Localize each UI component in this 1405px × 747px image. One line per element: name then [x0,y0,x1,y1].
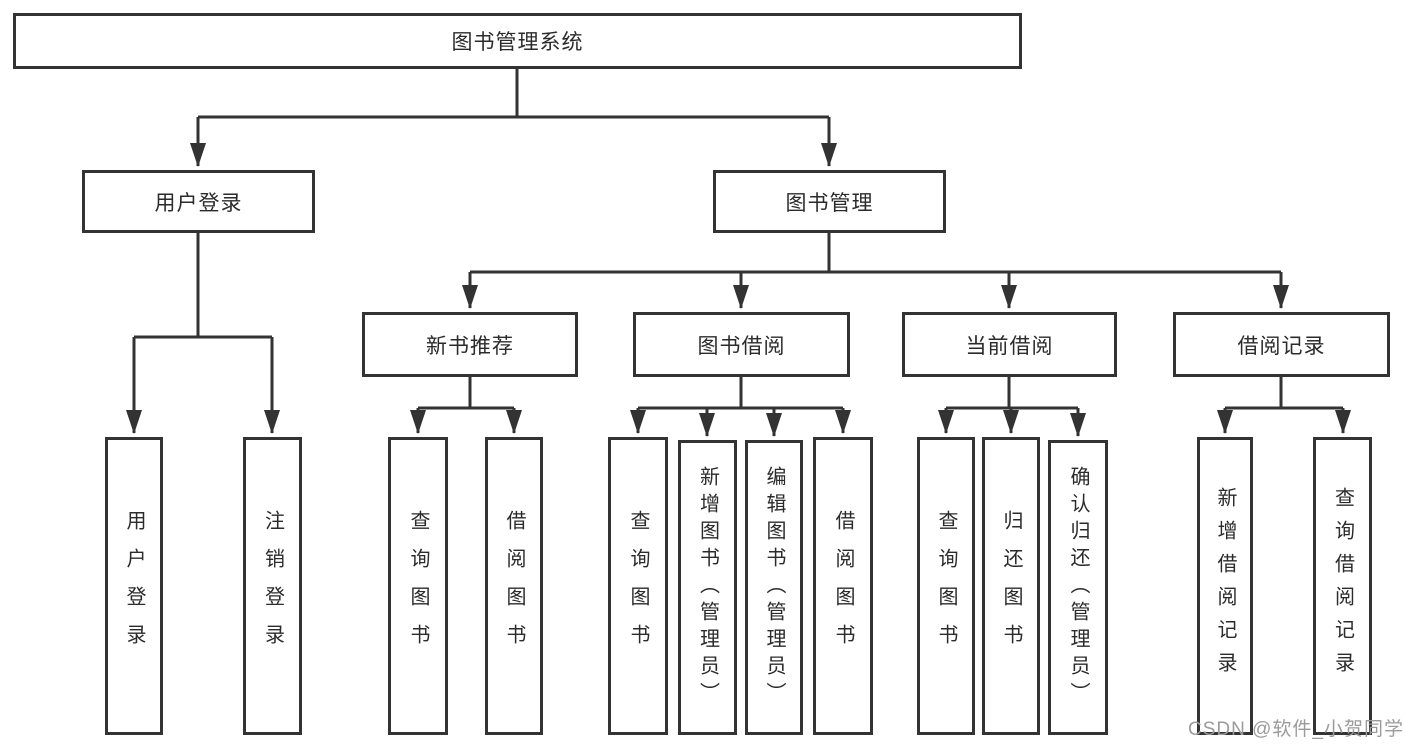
leaf-borrow-books-newbook: 借阅图书 [485,437,543,735]
connector-root-to-level2 [190,68,837,167]
connector-new-book-children [410,377,522,434]
leaf-label: 编辑图书（管理员） [763,466,785,709]
leaf-label: 用户登录 [123,510,145,662]
leaf-user-login: 用户登录 [105,437,163,735]
node-new-book-recommend: 新书推荐 [362,312,578,377]
leaf-edit-books-admin: 编辑图书（管理员） [745,440,803,735]
leaf-add-borrow-record: 新增借阅记录 [1197,437,1253,735]
leaf-label: 新增图书（管理员） [696,466,719,709]
leaf-label: 确认归还（管理员） [1067,466,1089,709]
node-book-borrow: 图书借阅 [633,312,850,377]
leaf-label: 注销登录 [261,510,284,662]
connector-current-borrow-children [938,377,1086,437]
leaf-label: 借阅图书 [503,510,525,662]
leaf-borrow-books-borrow: 借阅图书 [813,437,873,735]
leaf-label: 查询图书 [627,510,649,662]
connector-user-login-children [126,233,280,434]
leaf-label: 归还图书 [1000,510,1022,662]
node-label: 借阅记录 [1237,334,1326,358]
leaf-label: 新增借阅记录 [1214,487,1236,685]
connector-book-borrow-children [630,377,851,437]
leaf-label: 查询借阅记录 [1331,487,1354,685]
leaf-label: 查询图书 [407,510,429,662]
node-current-borrow: 当前借阅 [902,312,1117,377]
connector-book-management-children [462,233,1289,309]
connector-borrow-records-children [1217,377,1351,434]
watermark: CSDN @软件_小贺同学 [1188,719,1404,740]
leaf-return-books: 归还图书 [982,437,1040,735]
node-label: 图书管理系统 [451,31,584,54]
node-label: 当前借阅 [965,334,1054,358]
leaf-query-books-borrow: 查询图书 [608,437,668,735]
node-borrow-records: 借阅记录 [1173,312,1390,377]
leaf-label: 查询图书 [935,510,957,662]
leaf-query-books-newbook: 查询图书 [388,437,448,735]
leaf-confirm-return-admin: 确认归还（管理员） [1048,440,1108,735]
leaf-logout: 注销登录 [243,437,302,735]
node-user-login: 用户登录 [82,170,315,233]
node-library-management-system: 图书管理系统 [13,13,1022,69]
leaf-add-books-admin: 新增图书（管理员） [678,440,737,735]
leaf-query-books-current: 查询图书 [917,437,975,735]
node-label: 用户登录 [154,191,243,215]
node-label: 新书推荐 [426,334,514,358]
leaf-label: 借阅图书 [832,510,854,662]
node-book-management: 图书管理 [713,170,946,233]
node-label: 图书借阅 [697,334,786,358]
node-label: 图书管理 [785,191,874,215]
leaf-query-borrow-record: 查询借阅记录 [1313,437,1372,735]
